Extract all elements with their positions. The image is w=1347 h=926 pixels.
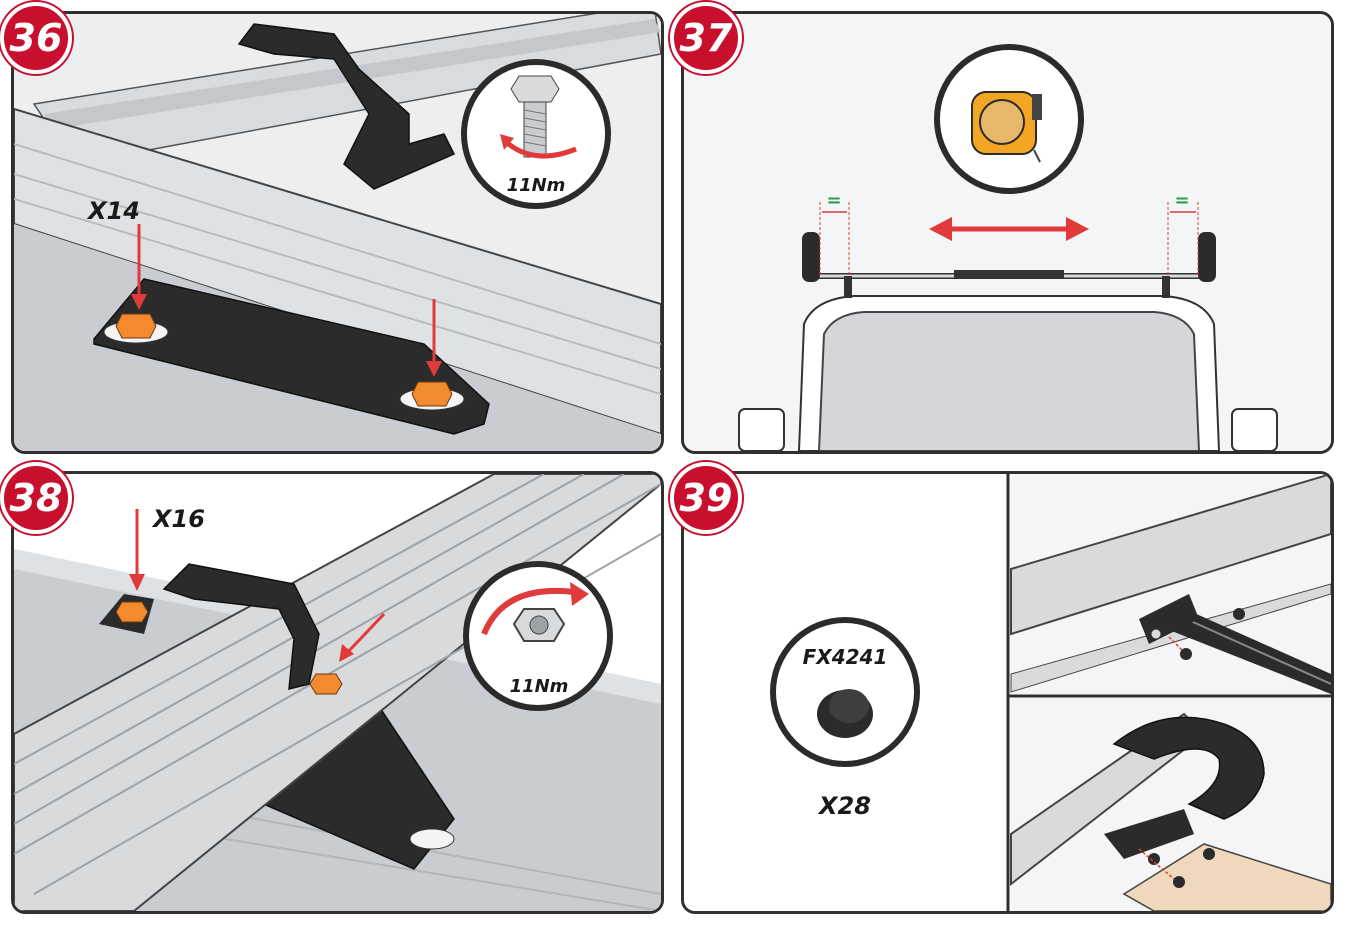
- step-39-panel: FX4241 X28: [681, 471, 1334, 914]
- part-code-label: FX4241: [803, 645, 888, 669]
- step-36-illustration: 11Nm X14: [14, 14, 661, 451]
- step-38-illustration: X16 11Nm: [14, 474, 661, 911]
- quantity-label: X16: [151, 505, 205, 533]
- quantity-label: X14: [86, 197, 140, 225]
- step-number-badge: 38: [0, 462, 72, 534]
- step-number-badge: 36: [0, 2, 72, 74]
- step-number-badge: 37: [670, 2, 742, 74]
- end-cap-detail: [1010, 698, 1331, 911]
- torque-label: 11Nm: [510, 676, 569, 697]
- step-number-badge: 39: [670, 462, 742, 534]
- step-36-panel: 11Nm X14: [11, 11, 664, 454]
- equal-mark-right: =: [1174, 190, 1189, 211]
- torque-label: 11Nm: [507, 175, 566, 196]
- step-38-panel: X16 11Nm: [11, 471, 664, 914]
- equal-mark-left: =: [826, 190, 841, 211]
- step-37-illustration: = =: [684, 14, 1331, 451]
- quantity-label: X28: [817, 792, 871, 820]
- step-39-illustration: FX4241 X28: [684, 474, 1331, 911]
- rail-joint-detail: [1010, 474, 1331, 694]
- step-37-panel: = =: [681, 11, 1334, 454]
